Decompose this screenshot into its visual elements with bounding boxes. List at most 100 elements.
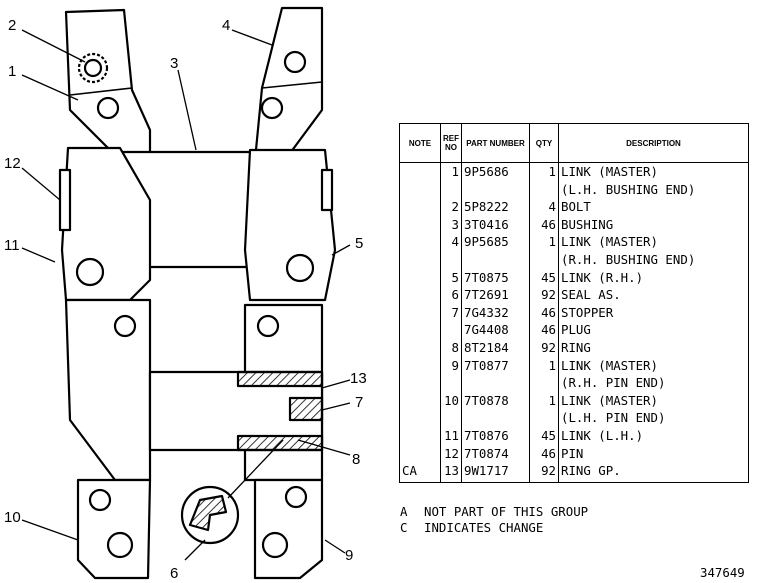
pin-hatched-top xyxy=(236,370,324,388)
link-bolt-hole xyxy=(260,96,284,120)
cell-ref xyxy=(440,374,462,392)
cell-qty: 1 xyxy=(529,356,559,375)
cell-part: 7T2691 xyxy=(461,286,530,304)
cell-qty: 1 xyxy=(529,162,559,181)
cell-ref: 9 xyxy=(440,356,462,375)
cell-ref: 3 xyxy=(440,215,462,234)
cell-qty: 45 xyxy=(529,426,559,445)
callout-1: 1 xyxy=(8,63,16,80)
callout-6: 6 xyxy=(170,565,178,582)
link-lh-lower xyxy=(64,298,152,482)
cell-ref: 6 xyxy=(440,286,462,304)
cell-ref: 8 xyxy=(440,338,462,357)
cell-part xyxy=(461,374,530,392)
link-bolt-hole xyxy=(106,531,134,559)
link-bolt-hole xyxy=(283,50,307,74)
cell-note xyxy=(399,286,441,304)
cell-note xyxy=(399,391,441,410)
cell-desc: LINK (MASTER) xyxy=(558,391,749,410)
note-key: C xyxy=(400,520,408,535)
cell-part: 7T0878 xyxy=(461,391,530,410)
cell-ref: 10 xyxy=(440,391,462,410)
header-qty: QTY xyxy=(529,123,559,163)
cell-ref xyxy=(440,409,462,427)
cell-ref xyxy=(440,250,462,269)
cell-ref: 7 xyxy=(440,303,462,322)
cell-qty: 1 xyxy=(529,233,559,251)
cell-note xyxy=(399,303,441,322)
cell-note xyxy=(399,233,441,251)
cell-note xyxy=(399,426,441,445)
cell-ref: 11 xyxy=(440,426,462,445)
header-note: NOTE xyxy=(399,123,441,163)
cell-note xyxy=(399,268,441,287)
cell-qty: 46 xyxy=(529,215,559,234)
cell-part: 7T0875 xyxy=(461,268,530,287)
cell-note xyxy=(399,409,441,427)
cell-part: 5P8222 xyxy=(461,198,530,216)
link-bolt-hole xyxy=(96,96,120,120)
cell-ref xyxy=(440,321,462,339)
cell-desc: (R.H. BUSHING END) xyxy=(558,250,749,269)
note-text: INDICATES CHANGE xyxy=(424,520,544,535)
callout-2: 2 xyxy=(8,17,16,34)
callout-4: 4 xyxy=(222,17,230,34)
callout-7: 7 xyxy=(355,394,363,411)
cell-ref: 4 xyxy=(440,233,462,251)
callout-9: 9 xyxy=(345,547,353,564)
cell-note xyxy=(399,374,441,392)
cell-ref: 12 xyxy=(440,444,462,463)
cell-part xyxy=(461,250,530,269)
link-bolt-hole xyxy=(261,531,289,559)
cell-note xyxy=(399,162,441,181)
callout-5: 5 xyxy=(355,235,363,252)
cell-desc: SEAL AS. xyxy=(558,286,749,304)
cell-ref xyxy=(440,180,462,199)
cell-desc: LINK (MASTER) xyxy=(558,233,749,251)
cell-note xyxy=(399,215,441,234)
note-text: NOT PART OF THIS GROUP xyxy=(424,504,589,519)
cell-desc: (L.H. PIN END) xyxy=(558,409,749,427)
cell-note xyxy=(399,321,441,339)
cell-note xyxy=(399,198,441,216)
bolt-head xyxy=(83,58,103,78)
cell-desc: LINK (R.H.) xyxy=(558,268,749,287)
cell-note xyxy=(399,444,441,463)
cell-note: CA xyxy=(399,462,441,483)
cell-desc: (R.H. PIN END) xyxy=(558,374,749,392)
cell-part xyxy=(461,409,530,427)
cell-desc: BOLT xyxy=(558,198,749,216)
cell-qty: 4 xyxy=(529,198,559,216)
callout-13: 13 xyxy=(350,370,367,387)
cell-qty xyxy=(529,374,559,392)
cell-desc: PIN xyxy=(558,444,749,463)
callout-11: 11 xyxy=(4,237,20,254)
cell-qty xyxy=(529,250,559,269)
callout-12: 12 xyxy=(4,155,21,172)
cell-ref: 1 xyxy=(440,162,462,181)
cell-desc: BUSHING xyxy=(558,215,749,234)
parts-list-table: NOTE REF NO PART NUMBER QTY DESCRIPTION … xyxy=(399,123,749,483)
table-row: (R.H. PIN END) xyxy=(399,374,749,392)
cell-desc: LINK (L.H.) xyxy=(558,426,749,445)
link-bolt-hole xyxy=(75,257,105,287)
cell-qty xyxy=(529,180,559,199)
table-row: (L.H. PIN END) xyxy=(399,409,749,427)
cell-part xyxy=(461,180,530,199)
cell-part: 7T0877 xyxy=(461,356,530,375)
cell-part: 9P5686 xyxy=(461,162,530,181)
cell-part: 9W1717 xyxy=(461,462,530,483)
callout-3: 3 xyxy=(170,55,178,72)
master-link-lh-pin-end xyxy=(76,478,152,580)
cell-part: 7G4332 xyxy=(461,303,530,322)
